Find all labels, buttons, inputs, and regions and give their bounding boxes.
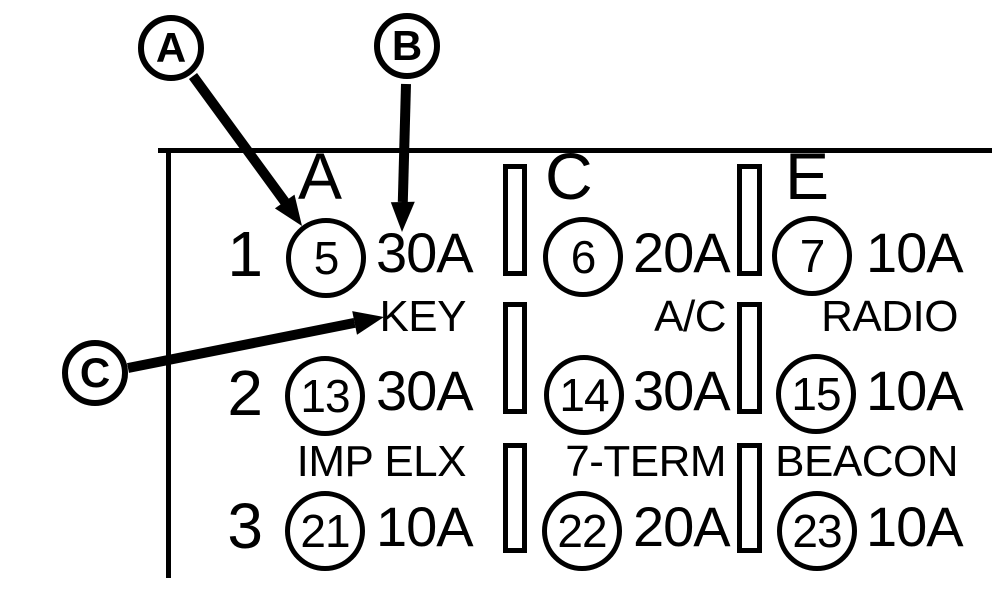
fuse-14-number: 14 (559, 369, 609, 421)
fuse-23-circle: 23 (777, 491, 857, 571)
fuse-5-circle: 5 (286, 218, 366, 298)
fuse-13-amp-rating: 30A (376, 359, 474, 422)
fuse-22-amp-rating: 20A (633, 495, 731, 558)
fuse-14-circle: 14 (544, 355, 624, 435)
callout-a: A (138, 15, 204, 81)
fuse-21-label: IMP ELX (296, 437, 467, 486)
fuse-6-circle: 6 (543, 217, 623, 297)
column-header-c: C (545, 139, 593, 213)
callout-c: C (62, 340, 128, 406)
fusebox-top-border (158, 148, 992, 153)
fuse-separator (503, 302, 527, 414)
fuse-5-number: 5 (313, 232, 340, 284)
fuse-15-label: RADIO (821, 292, 958, 341)
callout-b-arrow (390, 83, 415, 232)
fuse-separator (503, 443, 527, 553)
callout-c-arrow (127, 311, 384, 373)
fuse-22-circle: 22 (542, 491, 622, 571)
fuse-6-amp-rating: 20A (633, 221, 731, 284)
fuse-separator (737, 164, 762, 276)
callout-a-letter: A (155, 24, 187, 71)
row-3-number: 3 (227, 490, 263, 562)
column-header-e: E (785, 139, 830, 213)
row-2-number: 2 (227, 357, 263, 429)
fuse-7-circle: 7 (772, 216, 852, 296)
fuse-23-number: 23 (792, 505, 842, 557)
fuse-15-number: 15 (791, 368, 841, 420)
fuse-14-label: A/C (654, 292, 726, 341)
fuse-7-amp-rating: 10A (866, 221, 964, 284)
callout-c-letter: C (79, 349, 111, 396)
column-header-a: A (298, 139, 343, 213)
fuse-22-label: 7-TERM (565, 437, 726, 486)
fuse-14-amp-rating: 30A (633, 359, 731, 422)
fuse-separator (503, 164, 527, 276)
callout-b: B (374, 13, 440, 79)
fuse-13-label: KEY (379, 292, 466, 341)
callout-b-letter: B (391, 22, 423, 69)
fuse-7-number: 7 (799, 230, 826, 282)
fuse-13-number: 13 (300, 370, 350, 422)
fuse-23-amp-rating: 10A (866, 495, 964, 558)
fuse-separator (737, 443, 762, 553)
fuse-23-label: BEACON (775, 437, 958, 486)
fuse-13-circle: 13 (285, 356, 365, 436)
fuse-21-number: 21 (300, 505, 350, 557)
fusebox-left-border (166, 148, 171, 578)
fuse-21-amp-rating: 10A (376, 495, 474, 558)
fuse-22-number: 22 (557, 505, 607, 557)
fuse-6-number: 6 (570, 231, 597, 283)
fuse-separator (737, 302, 762, 414)
row-1-number: 1 (227, 218, 263, 290)
fuse-21-circle: 21 (285, 491, 365, 571)
callout-a-arrow (188, 73, 302, 226)
fuse-5-amp-rating: 30A (376, 221, 474, 284)
fuse-15-amp-rating: 10A (866, 359, 964, 422)
fuse-15-circle: 15 (776, 354, 856, 434)
